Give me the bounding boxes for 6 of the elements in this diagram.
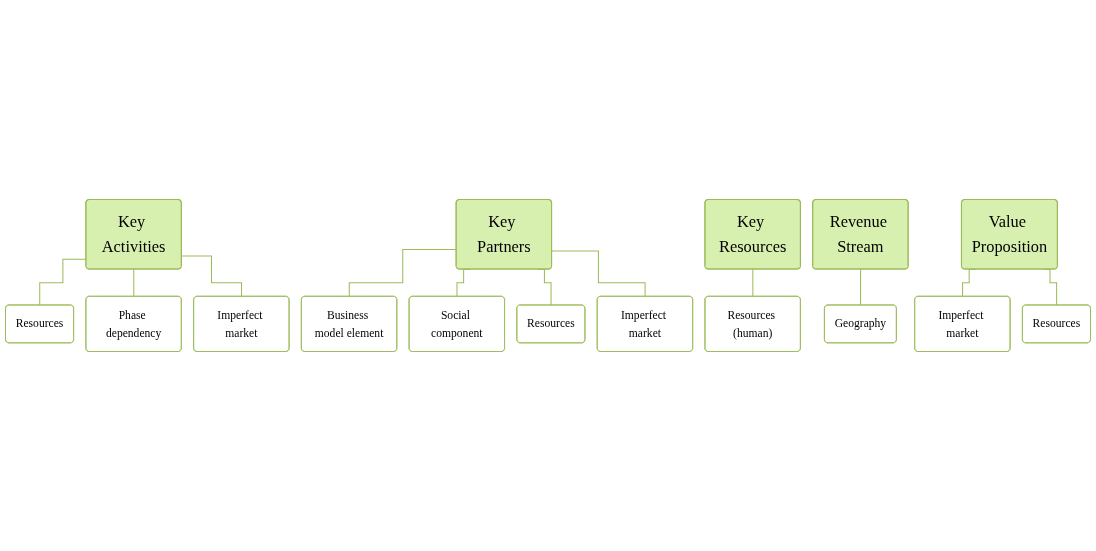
connector <box>348 249 457 298</box>
connector <box>181 255 243 298</box>
connector <box>133 268 135 298</box>
connector <box>860 268 862 306</box>
connector <box>551 250 646 298</box>
connector <box>752 268 754 298</box>
